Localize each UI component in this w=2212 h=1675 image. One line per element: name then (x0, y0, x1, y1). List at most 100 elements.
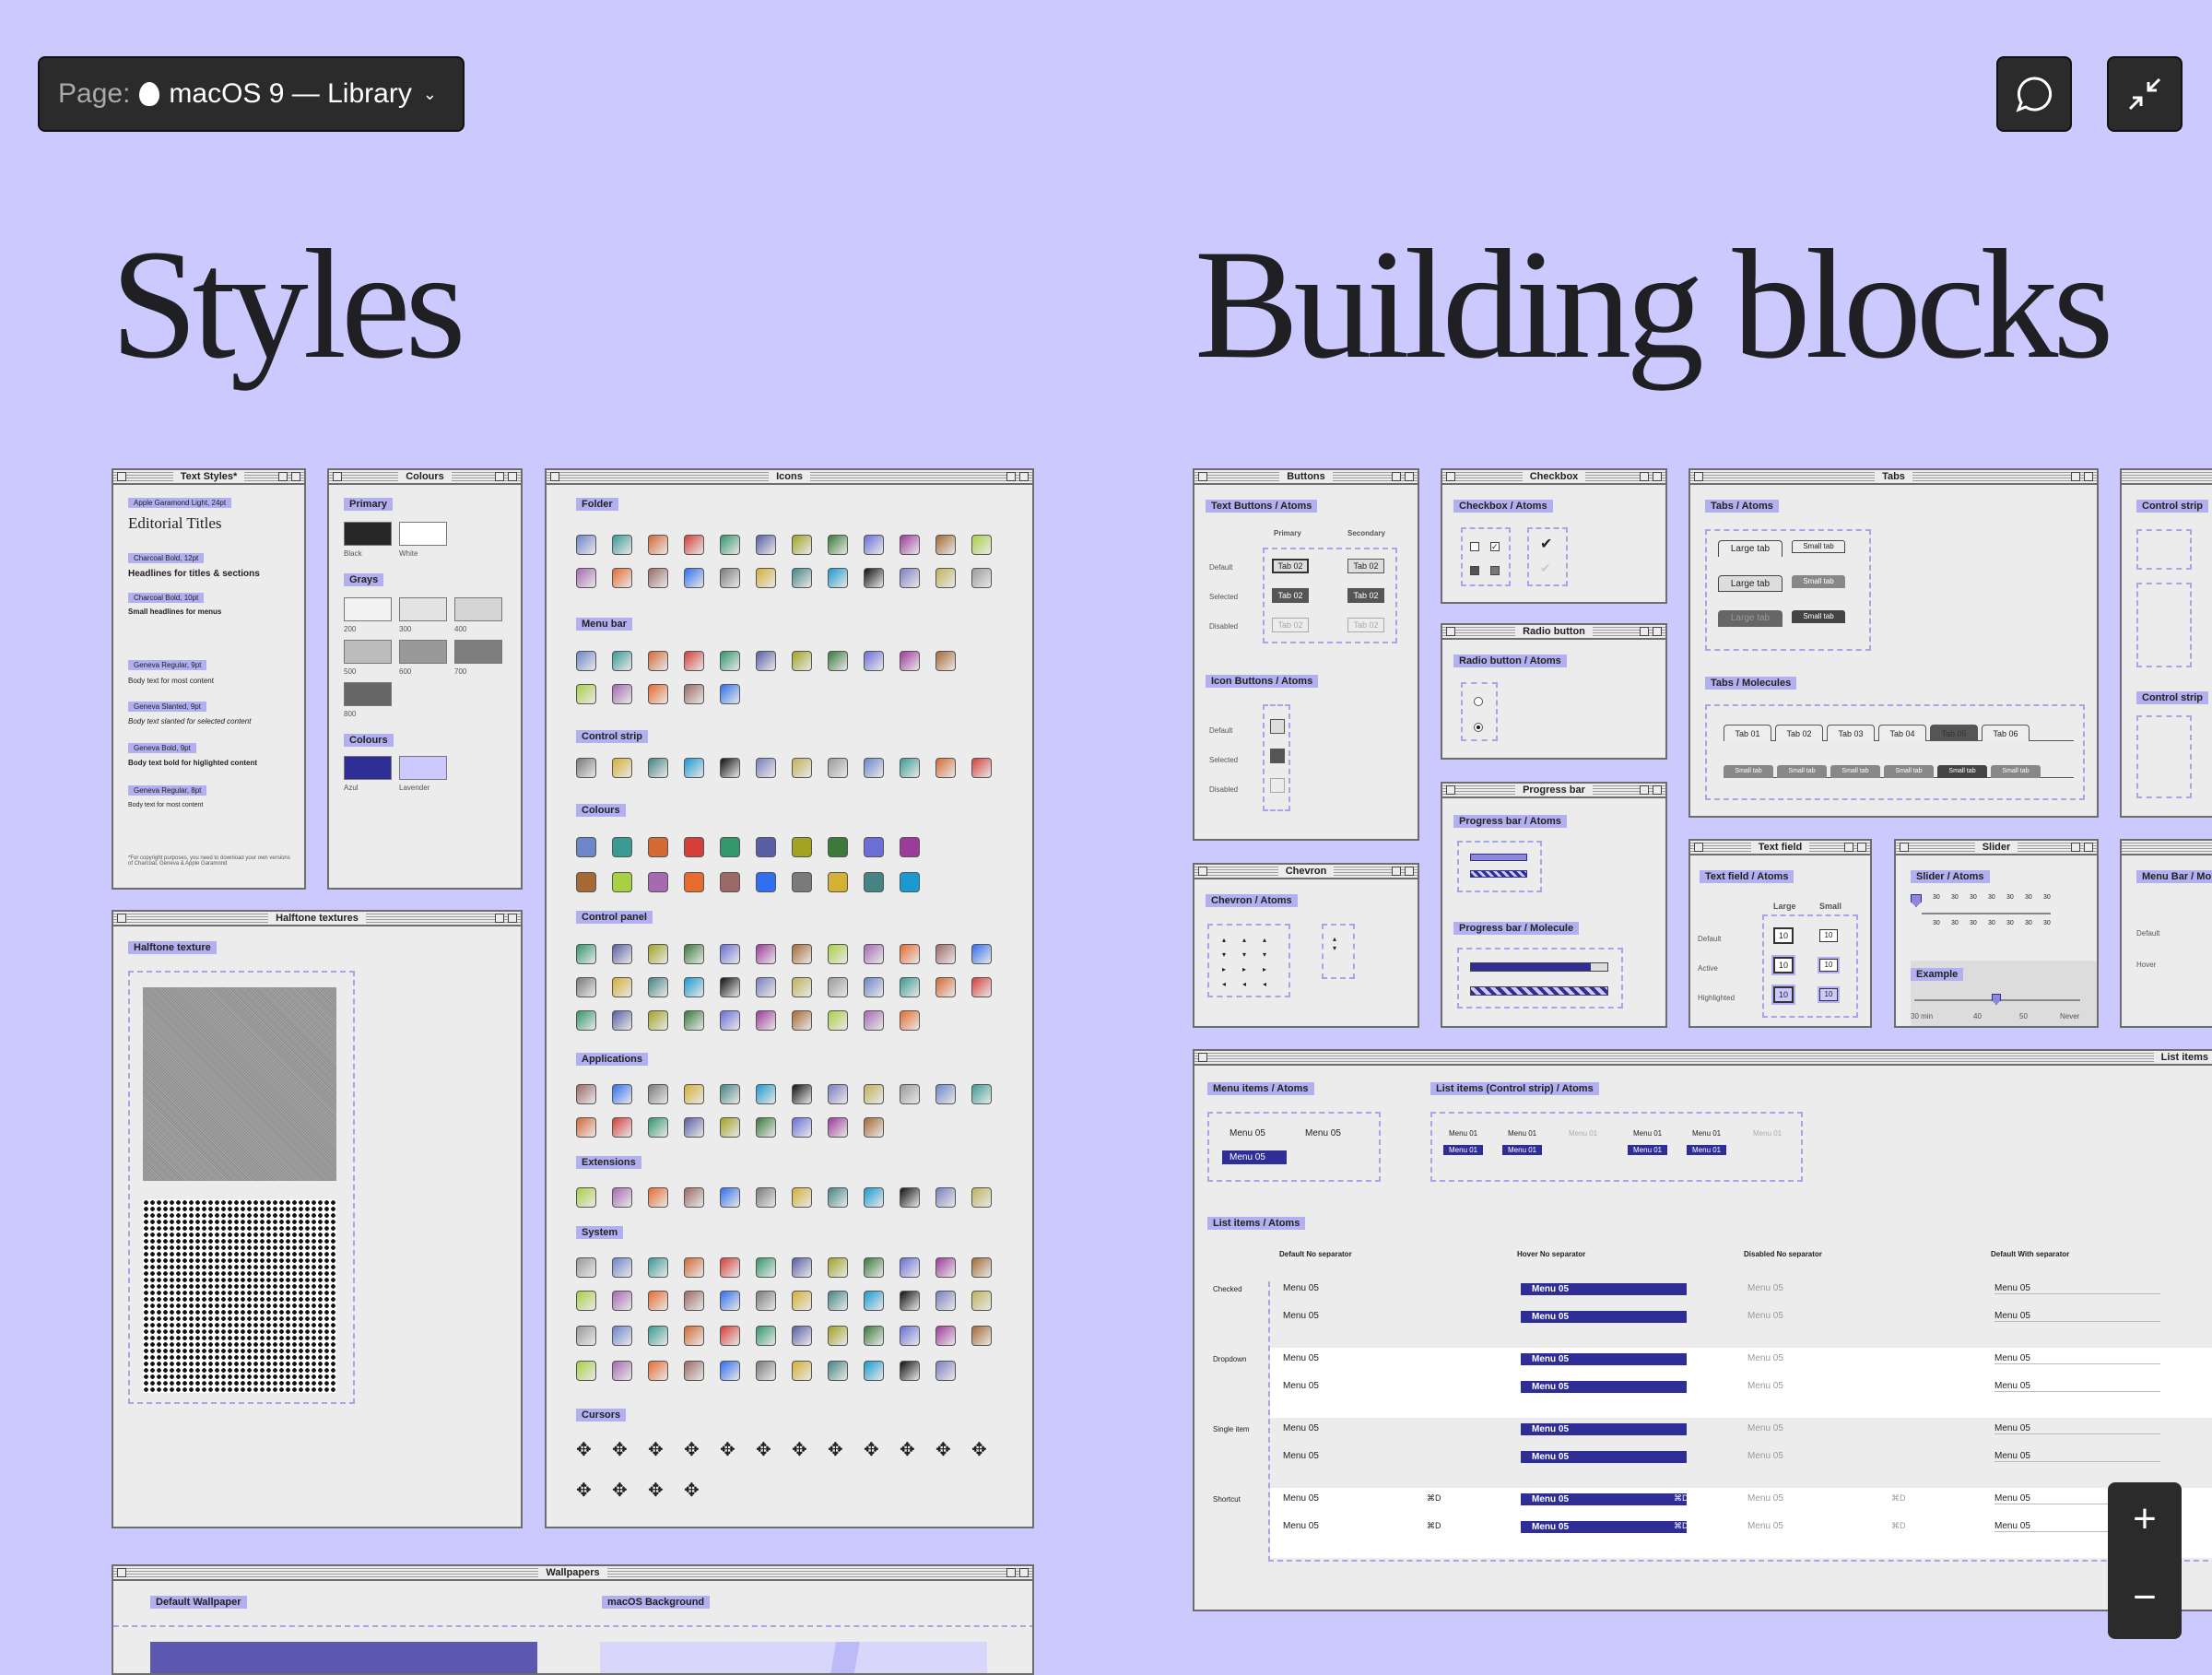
cs-list-item[interactable]: Menu 01 (1508, 1129, 1537, 1138)
icon-button-default[interactable] (1270, 719, 1285, 734)
tab-5[interactable]: Tab 05 (1930, 725, 1978, 741)
list-item[interactable]: Menu 05 (1521, 1451, 1687, 1463)
small-tab[interactable]: Small tab (1937, 765, 1987, 778)
cs-list-item[interactable]: Menu 01 (1502, 1145, 1543, 1155)
list-item[interactable]: Menu 05 (1283, 1283, 1319, 1293)
checkbox-unchecked[interactable] (1470, 542, 1479, 551)
secondary-selected-button[interactable]: Tab 02 (1347, 588, 1384, 603)
text-field-large[interactable]: 10 (1773, 957, 1794, 973)
progress-bar-indeterminate (1470, 986, 1608, 996)
small-tab[interactable]: Small tab (1724, 765, 1773, 778)
menu-item[interactable]: Menu 05 (1305, 1128, 1341, 1138)
wallpaper-label: macOS Background (602, 1596, 711, 1609)
tab-4[interactable]: Tab 04 (1878, 725, 1926, 741)
text-field-large[interactable]: 10 (1773, 927, 1794, 944)
list-item[interactable]: Menu 05 (1283, 1381, 1319, 1391)
list-item[interactable]: Menu 05 (1521, 1283, 1687, 1295)
tab-3[interactable]: Tab 03 (1827, 725, 1875, 741)
list-item[interactable]: Menu 05 (1521, 1423, 1687, 1435)
list-item[interactable]: Menu 05 (1521, 1521, 1687, 1533)
library-icon (648, 535, 668, 555)
text-field-small[interactable]: 10 (1819, 988, 1838, 1001)
small-tab[interactable]: Small tab (1792, 610, 1845, 623)
progress-window: Progress bar Progress bar / Atoms Progre… (1441, 782, 1667, 1028)
cs-list-item[interactable]: Menu 01 (1633, 1129, 1663, 1138)
tab-6[interactable]: Tab 06 (1982, 725, 2030, 741)
cs-list-item[interactable]: Menu 01 (1443, 1145, 1484, 1155)
menu-item[interactable]: Menu 05 (1230, 1128, 1265, 1138)
radio-selected[interactable] (1474, 723, 1483, 732)
cs-list-item[interactable]: Menu 01 (1753, 1129, 1783, 1138)
list-item[interactable]: Menu 05 (1521, 1493, 1687, 1505)
small-tab[interactable]: Small tab (1777, 765, 1827, 778)
checkbox-checked[interactable]: ✓ (1490, 542, 1500, 551)
large-tab[interactable]: Large tab (1718, 540, 1783, 557)
list-item[interactable]: Menu 05 (1521, 1311, 1687, 1323)
checkbox-frame (1461, 527, 1511, 586)
library-icon (720, 1326, 740, 1346)
library-icon (828, 1326, 848, 1346)
list-item[interactable]: Menu 05 (1283, 1311, 1319, 1321)
text-field-small[interactable]: 10 (1819, 929, 1838, 942)
cs-list-item[interactable]: Menu 01 (1569, 1129, 1598, 1138)
icon-button-selected[interactable] (1270, 749, 1285, 763)
collapse-button[interactable] (2107, 56, 2183, 132)
list-item[interactable]: Menu 05 (1521, 1353, 1687, 1365)
library-icon (684, 977, 704, 997)
library-icon (864, 758, 884, 778)
list-item[interactable]: Menu 05 (1283, 1423, 1319, 1433)
swatch-gray (399, 597, 447, 621)
primary-selected-button[interactable]: Tab 02 (1272, 588, 1309, 603)
halftone-frame (128, 971, 355, 1404)
library-icon (648, 758, 668, 778)
list-item[interactable]: Menu 05 (1994, 1283, 2160, 1294)
list-item[interactable]: Menu 05 (1994, 1521, 2160, 1532)
small-tab[interactable]: Small tab (1884, 765, 1934, 778)
zoom-in-button[interactable]: + (2133, 1496, 2157, 1541)
example-slider-thumb[interactable] (1992, 994, 2001, 1005)
list-item[interactable]: Menu 05 (1994, 1353, 2160, 1364)
small-tab[interactable]: Small tab (1830, 765, 1880, 778)
list-item[interactable]: Menu 05 (1521, 1381, 1687, 1393)
section-label: Icon Buttons / Atoms (1206, 675, 1319, 688)
library-icon (900, 568, 920, 588)
radio-unselected[interactable] (1474, 697, 1483, 706)
grays-label: Grays (344, 573, 384, 586)
cs-list-item[interactable]: Menu 01 (1628, 1145, 1668, 1155)
list-item[interactable]: Menu 05 (1994, 1493, 2160, 1504)
text-field-large[interactable]: 10 (1773, 986, 1794, 1003)
large-tab[interactable]: Large tab (1718, 610, 1783, 627)
list-item[interactable]: Menu 05 (1283, 1521, 1319, 1531)
cs-list-item[interactable]: Menu 01 (1449, 1129, 1478, 1138)
secondary-default-button[interactable]: Tab 02 (1347, 559, 1384, 573)
list-item[interactable]: Menu 05 (1994, 1311, 2160, 1322)
library-icon (720, 1084, 740, 1104)
list-item[interactable]: Menu 05 (1283, 1353, 1319, 1363)
comment-button[interactable] (1996, 56, 2072, 132)
cs-list-item[interactable]: Menu 01 (1687, 1145, 1727, 1155)
tab-2[interactable]: Tab 02 (1775, 725, 1823, 741)
large-tab[interactable]: Large tab (1718, 575, 1783, 592)
checkbox-pressed[interactable] (1470, 566, 1479, 575)
text-field-small[interactable]: 10 (1819, 959, 1838, 972)
small-tab[interactable]: Small tab (1792, 575, 1845, 588)
list-item[interactable]: Menu 05 (1994, 1423, 2160, 1434)
list-item[interactable]: Menu 05 (1994, 1451, 2160, 1462)
building-blocks-heading: Building blocks (1194, 218, 2113, 391)
cs-list-item[interactable]: Menu 01 (1692, 1129, 1722, 1138)
menu-item-hover[interactable]: Menu 05 (1222, 1150, 1287, 1164)
slider-thumb[interactable] (1911, 894, 1922, 907)
list-item[interactable]: Menu 05 (1283, 1493, 1319, 1504)
library-icon (864, 1257, 884, 1278)
zoom-out-button[interactable]: − (2133, 1575, 2157, 1620)
small-tab[interactable]: Small tab (1991, 765, 2041, 778)
primary-default-button[interactable]: Tab 02 (1272, 559, 1309, 573)
library-icon (792, 568, 812, 588)
small-tab[interactable]: Small tab (1792, 540, 1845, 553)
page-picker[interactable]: Page: macOS 9 — Library ⌄ (38, 56, 465, 132)
checkbox-pressed-checked[interactable] (1490, 566, 1500, 575)
library-icon: ✥ (684, 1480, 700, 1501)
tab-1[interactable]: Tab 01 (1724, 725, 1771, 741)
list-item[interactable]: Menu 05 (1994, 1381, 2160, 1392)
list-item[interactable]: Menu 05 (1283, 1451, 1319, 1461)
